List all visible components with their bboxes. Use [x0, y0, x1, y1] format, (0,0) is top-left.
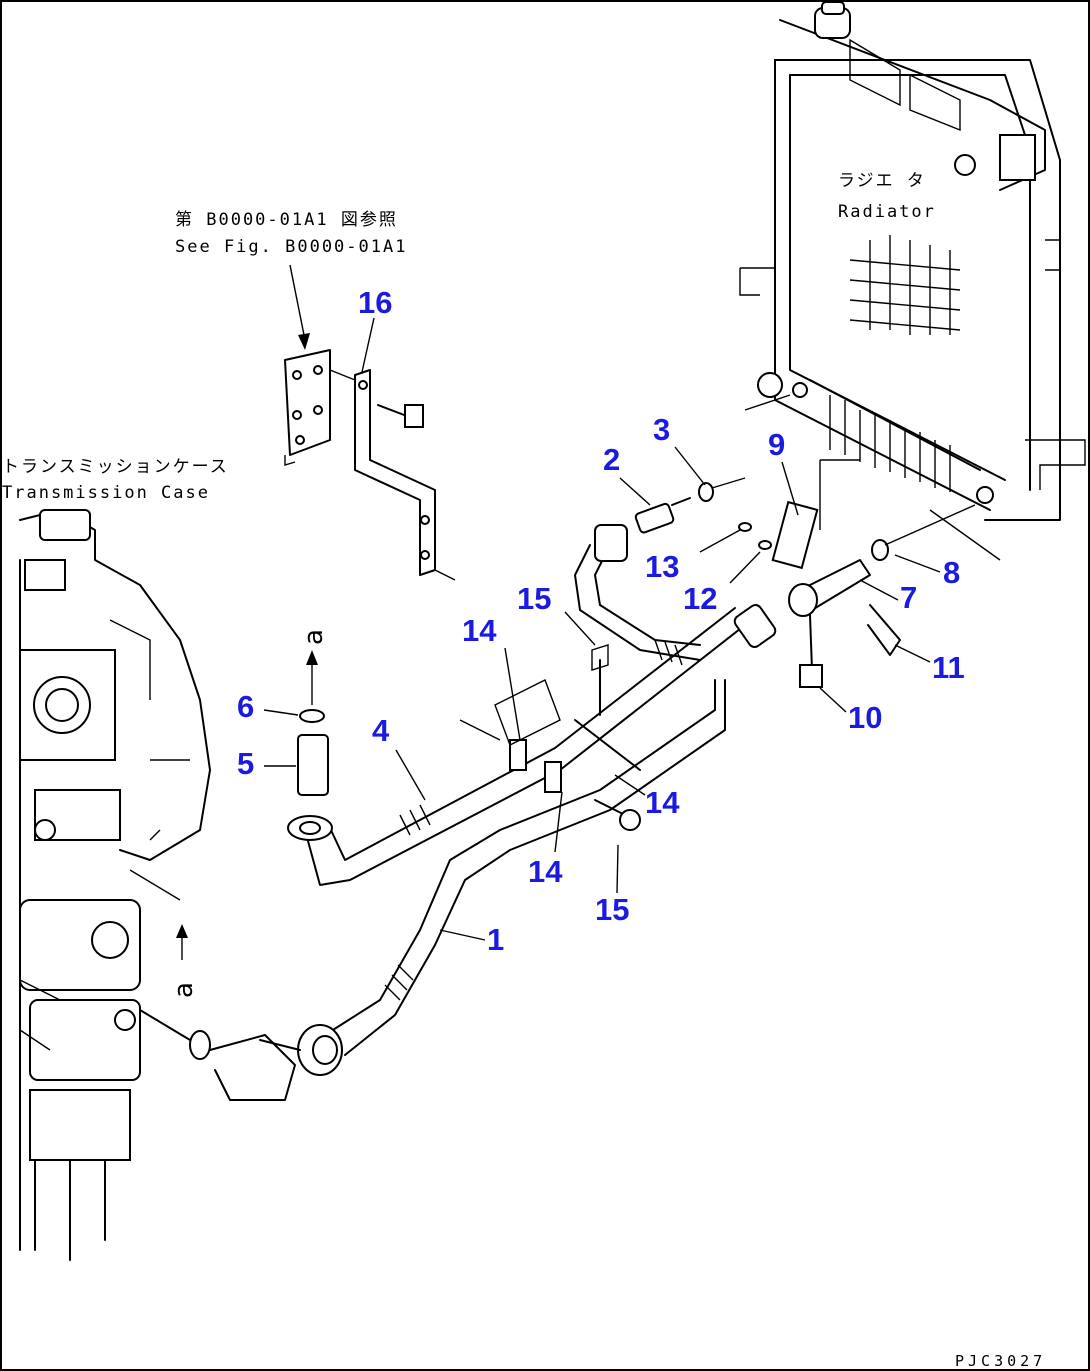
- callouts: 16 3 2 9 13 12 8 7 15 14 11 10 6 4 5 14 …: [237, 285, 965, 957]
- fittings-drawing: a: [139, 477, 976, 1101]
- callout-10: 10: [848, 700, 882, 735]
- drawing-id: PJC3027: [955, 1352, 1046, 1370]
- callout-3: 3: [653, 412, 670, 447]
- arrow-down-icon: [298, 333, 310, 350]
- callout-15-upper: 15: [517, 581, 551, 616]
- callout-6: 6: [237, 689, 254, 724]
- transmission-label-en: Transmission Case: [2, 483, 210, 503]
- callout-5: 5: [237, 746, 254, 781]
- transmission-label-jp: トランスミッションケース: [2, 457, 229, 477]
- hose-radiator-drawing: [574, 524, 701, 666]
- callout-1: 1: [487, 922, 504, 957]
- callout-2: 2: [603, 442, 620, 477]
- callout-15-lower: 15: [595, 892, 629, 927]
- callout-12: 12: [683, 581, 717, 616]
- callout-7: 7: [900, 580, 917, 615]
- connection-marker-upper: a: [299, 629, 329, 645]
- callout-14-lower: 14: [528, 854, 563, 889]
- clamps-drawing: [459, 644, 641, 831]
- connection-marker-lower: a: [169, 982, 199, 998]
- bracket-plate: [284, 349, 331, 466]
- bracket-16-drawing: [329, 369, 456, 581]
- callout-4: 4: [372, 713, 390, 748]
- callout-14-upper: 14: [462, 613, 497, 648]
- callout-13: 13: [645, 549, 679, 584]
- reference-note-en: See Fig. B0000-01A1: [175, 237, 407, 257]
- hose-4-drawing: [287, 604, 777, 886]
- radiator-drawing: ラジエ タ Radiator: [739, 1, 1086, 561]
- arrow-head-icon: [176, 924, 188, 938]
- radiator-label-jp: ラジエ タ: [838, 171, 926, 191]
- callout-14-right: 14: [645, 785, 680, 820]
- callout-11: 11: [932, 650, 965, 685]
- reference-note-jp: 第 B0000-01A1 図参照: [175, 210, 398, 230]
- callout-16: 16: [358, 285, 392, 320]
- radiator-label-en: Radiator: [838, 202, 936, 222]
- leader-ref: [289, 264, 306, 341]
- transmission-drawing: トランスミッションケース Transmission Case: [2, 457, 229, 1261]
- callout-8: 8: [943, 555, 960, 590]
- callout-9: 9: [768, 427, 785, 462]
